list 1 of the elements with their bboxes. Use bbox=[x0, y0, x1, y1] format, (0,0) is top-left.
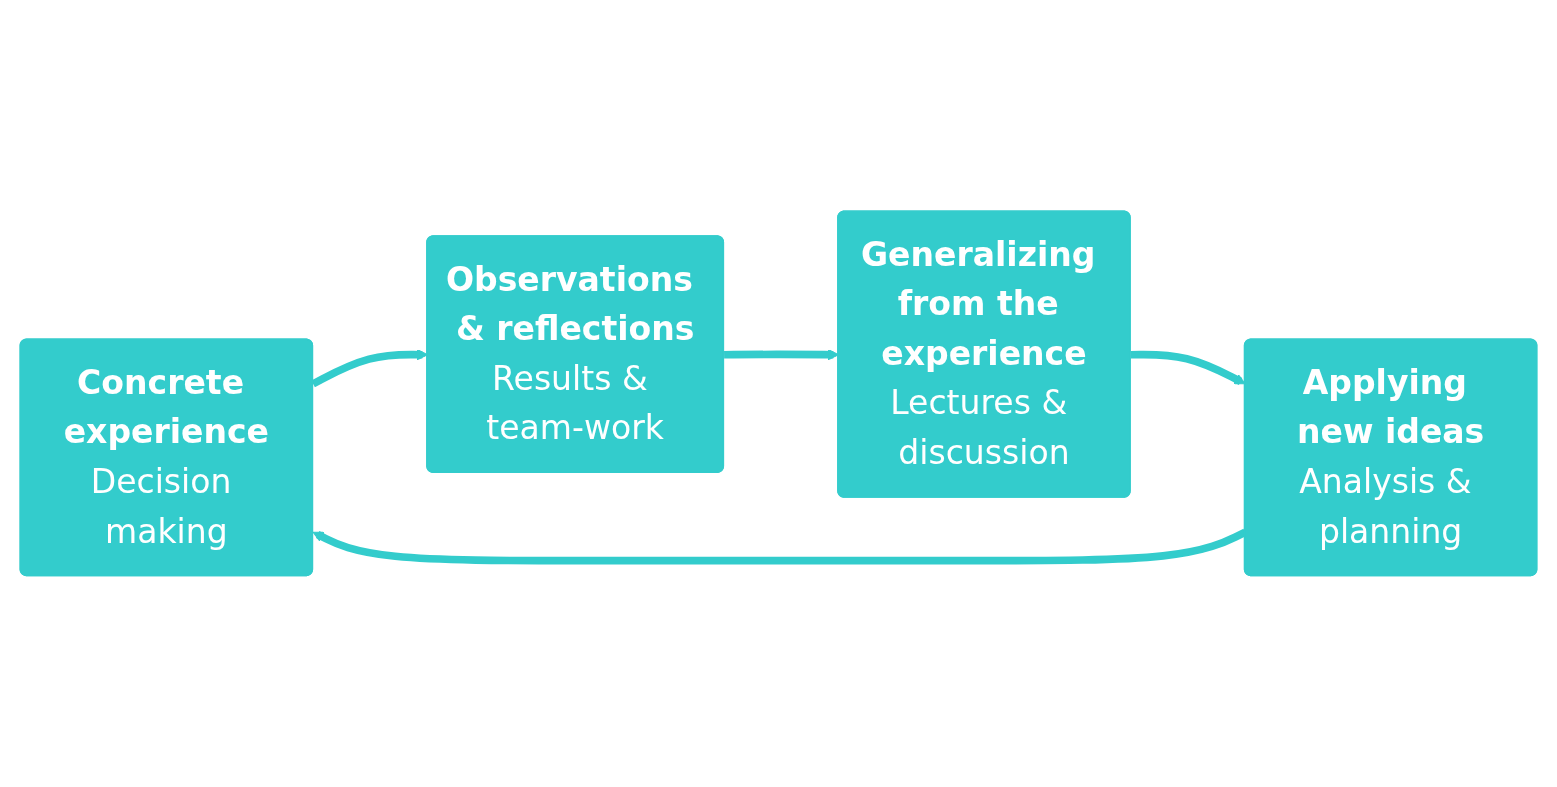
arrow bbox=[1130, 350, 1246, 385]
